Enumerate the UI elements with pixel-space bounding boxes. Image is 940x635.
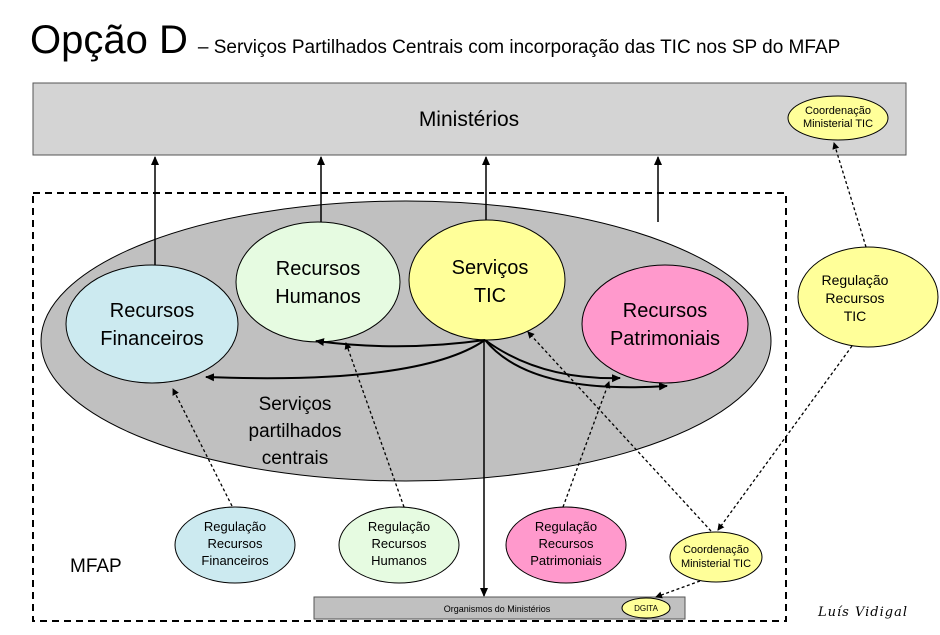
reg-rh-line1: Regulação bbox=[368, 519, 430, 534]
node-recursos-patrimoniais: Recursos Patrimoniais bbox=[581, 264, 749, 384]
regulacao-recursos-tic: Regulação Recursos TIC bbox=[797, 246, 939, 348]
dashed-regtic-to-coord-mfap bbox=[717, 345, 853, 531]
reg-rf-line1: Regulação bbox=[204, 519, 266, 534]
dashed-coord-mfap-to-tic bbox=[527, 331, 712, 532]
reg-rh-line2: Recursos bbox=[372, 536, 427, 551]
mfap-boundary bbox=[32, 192, 787, 622]
title-main: Opção D bbox=[30, 18, 188, 62]
coordenacao-top-line1: Coordenação bbox=[805, 105, 871, 117]
node-servicos-tic: Serviços TIC bbox=[408, 219, 566, 341]
reg-rh-line3: Humanos bbox=[371, 553, 427, 568]
dashed-coord-mfap-to-dgita bbox=[655, 580, 701, 599]
patrimoniais-line2: Patrimoniais bbox=[610, 328, 720, 350]
coordenacao-ministerial-mfap: Coordenação Ministerial TIC bbox=[669, 531, 763, 583]
financeiros-line2: Financeiros bbox=[100, 328, 203, 350]
reg-rp-line3: Patrimoniais bbox=[530, 553, 602, 568]
humanos-line1: Recursos bbox=[276, 258, 360, 280]
arrow-tic-to-patrimoniais-1 bbox=[484, 339, 668, 391]
arrow-tic-to-humanos bbox=[315, 338, 486, 348]
dashed-regtic-to-coord-top bbox=[832, 142, 867, 248]
arrow-tic-to-financeiros bbox=[205, 339, 486, 382]
arrow-tic-to-patrimoniais-2 bbox=[484, 339, 621, 383]
ministerios-box bbox=[32, 82, 907, 156]
shared-services-label: Serviços partilhados centrais bbox=[249, 394, 342, 469]
regulacao-recursos-financeiros: Regulação Recursos Financeiros bbox=[174, 506, 296, 584]
mfap-label: MFAP bbox=[70, 556, 122, 577]
coord-mfap-line1: Coordenação bbox=[683, 544, 749, 556]
coordenacao-ministerial-top: Coordenação Ministerial TIC bbox=[787, 95, 889, 141]
shared-line3: centrais bbox=[262, 448, 329, 469]
dashed-reg-rh-to-humanos bbox=[344, 342, 405, 508]
author-signature: Luís Vidigal bbox=[818, 605, 908, 620]
regulacao-recursos-patrimoniais: Regulação Recursos Patrimoniais bbox=[505, 506, 627, 584]
ministerios-label: Ministérios bbox=[419, 108, 519, 131]
shared-services-ellipse bbox=[40, 200, 772, 482]
node-recursos-humanos: Recursos Humanos bbox=[235, 221, 401, 343]
dgita-label: DGITA bbox=[634, 604, 659, 613]
reg-rp-line1: Regulação bbox=[535, 519, 597, 534]
coord-mfap-line2: Ministerial TIC bbox=[681, 558, 751, 570]
financeiros-line1: Recursos bbox=[110, 300, 194, 322]
organismos-box bbox=[313, 596, 686, 620]
regulacao-recursos-humanos: Regulação Recursos Humanos bbox=[338, 506, 460, 584]
reg-tic-line1: Regulação bbox=[822, 272, 889, 288]
coordenacao-top-line2: Ministerial TIC bbox=[803, 118, 873, 130]
reg-tic-line3: TIC bbox=[844, 308, 867, 324]
dashed-reg-rp-to-patrimoniais bbox=[562, 381, 611, 508]
reg-rp-line2: Recursos bbox=[539, 536, 594, 551]
tic-line2: TIC bbox=[474, 285, 506, 307]
diagram-title: Opção D – Serviços Partilhados Centrais c… bbox=[30, 18, 840, 63]
humanos-line2: Humanos bbox=[275, 286, 361, 308]
reg-rf-line2: Recursos bbox=[208, 536, 263, 551]
node-recursos-financeiros: Recursos Financeiros bbox=[65, 264, 239, 384]
tic-line1: Serviços bbox=[452, 257, 529, 279]
title-subtitle: – Serviços Partilhados Centrais com inco… bbox=[197, 37, 841, 58]
organismos-label: Organismos do Ministérios bbox=[444, 604, 551, 614]
dgita-node: DGITA bbox=[621, 597, 671, 619]
reg-tic-line2: Recursos bbox=[825, 290, 884, 306]
reg-rf-line3: Financeiros bbox=[201, 553, 269, 568]
patrimoniais-line1: Recursos bbox=[623, 300, 707, 322]
shared-line2: partilhados bbox=[249, 421, 342, 442]
shared-line1: Serviços bbox=[259, 394, 332, 415]
